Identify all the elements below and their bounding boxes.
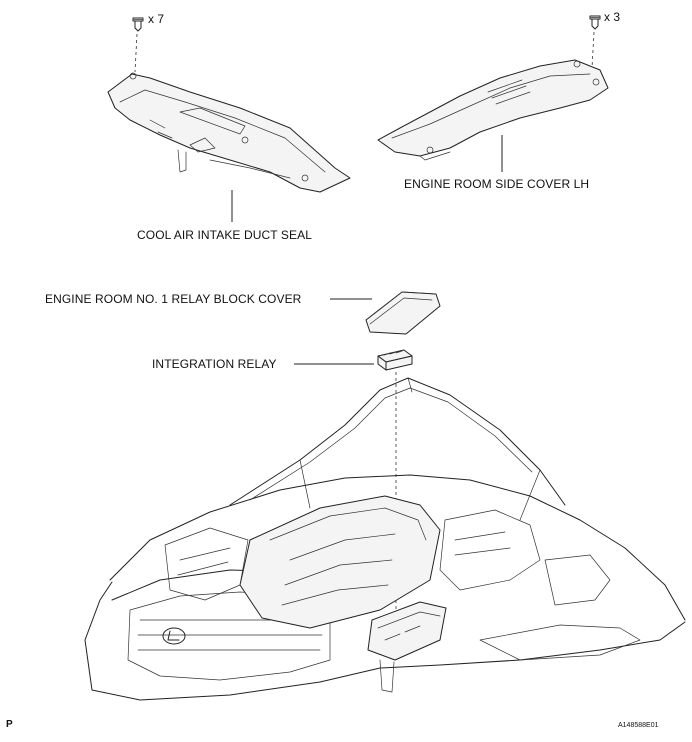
integration-relay-label: INTEGRATION RELAY — [152, 357, 277, 371]
integration-relay-part — [377, 349, 413, 371]
vehicle-engine-bay — [84, 377, 686, 701]
side-cover-clip-quantity: x 3 — [604, 10, 621, 24]
page-marker: P — [6, 719, 13, 730]
clip-fastener-icon — [589, 15, 601, 30]
clip-fastener-icon — [132, 17, 144, 32]
cool-air-intake-duct-seal-label: COOL AIR INTAKE DUCT SEAL — [137, 228, 312, 242]
relay-block-cover-label: ENGINE ROOM NO. 1 RELAY BLOCK COVER — [45, 292, 302, 306]
clip-install-line — [134, 33, 138, 73]
duct-seal-clip-quantity: x 7 — [148, 12, 165, 26]
engine-room-side-cover-lh — [377, 59, 609, 161]
relay-block-cover-part — [365, 291, 441, 335]
engine-room-side-cover-lh-label: ENGINE ROOM SIDE COVER LH — [404, 177, 590, 191]
cool-air-intake-duct-seal — [107, 72, 351, 193]
figure-id: A148588E01 — [618, 722, 659, 729]
lexus-emblem-icon — [162, 627, 186, 645]
clip-install-line — [591, 31, 595, 69]
